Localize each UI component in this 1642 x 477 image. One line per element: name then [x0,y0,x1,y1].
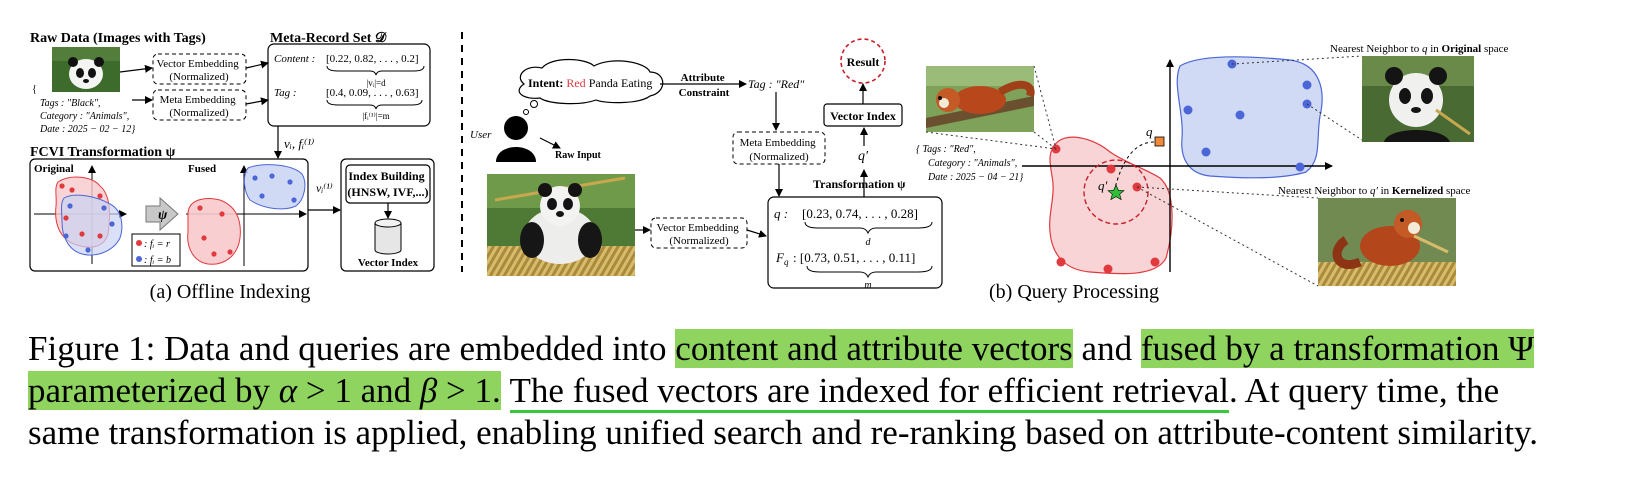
panda-result-image [1362,56,1474,142]
fq-vector: : [0.73, 0.51, . . . , 0.11] [793,250,915,265]
vi-fi-arrow-label: vᵢ, fᵢ⁽¹⁾ [284,136,314,151]
vector-embedding-label: Vector Embedding (Normalized) [157,58,242,83]
panel-query-processing: { Tags : "Red", Category : "Animals", Da… [916,43,1509,303]
original-label: Original [34,163,74,175]
fused-space-plot [186,164,307,266]
caption-b: (b) Query Processing [989,281,1159,303]
legend-b: : fᵢ = b [144,255,171,266]
kernel-radius-circle [1083,159,1149,225]
original-space-plot [34,165,127,264]
content-label: Content : [274,53,315,65]
content-vector: [0.22, 0.82, . . . , 0.2] [326,53,419,65]
query-tags: { Tags : "Red", Category : "Animals", Da… [916,144,1023,183]
query-meta-embedding-box [732,131,826,165]
vi1-label: vᵢ⁽¹⁾ [316,181,333,195]
tag-dim: |fᵢ⁽¹⁾|=m [362,111,389,121]
raw-data-title: Raw Data (Images with Tags) [30,31,206,46]
vector-embedding-box [152,53,247,85]
tag-red: Tag : "Red" [748,77,805,91]
raw-tags: { Tags : "Black", Category : "Animals", … [32,84,135,135]
q-dim: d [866,237,872,248]
psi-arrow [145,196,179,232]
color-legend [131,233,181,267]
panel-query-flow: Intent: Red Panda Eating Attribute Const… [470,38,943,291]
attribute-constraint-label: Attribute Constraint [679,72,730,99]
query-vectors-box [767,196,943,289]
meta-record-box [267,43,431,127]
blue-cluster [1176,56,1323,179]
fq-label: Fq [775,250,789,267]
red-panda-result-image [1318,198,1456,286]
intent-cloud [518,58,664,105]
red-cluster [1049,136,1173,275]
figure-label: Figure 1: [28,329,156,368]
fcvi-box [29,158,309,272]
figure-caption: Figure 1: Data and queries are embedded … [28,328,1628,454]
panda-photo [487,174,635,276]
caption-text-3: . At query time, the [1228,371,1500,410]
nn-original-label: Nearest Neighbor to q in Original space [1330,43,1509,55]
meta-embedding-box [152,89,247,121]
raw-input-label: Raw Input [555,150,602,161]
query-point-q-prime-star [1107,184,1125,201]
vector-index-label-a: Vector Index [358,257,419,269]
tag-label: Tag : [274,87,297,99]
q-prime-point-label: q′ [1098,178,1108,193]
index-building-container [340,158,435,272]
database-icon [374,218,402,255]
query-vector-index-label: Vector Index [830,109,896,123]
panda-thumbnail [52,47,120,92]
fq-dim: m [864,280,871,291]
content-dim: |vᵢ|=d [366,78,386,88]
figure-diagram: Raw Data (Images with Tags) { Tags : "Bl… [29,30,1509,303]
meta-record-title: Meta-Record Set 𝒟 [270,30,387,46]
psi-symbol: ψ [158,208,168,223]
highlight-content-attribute: content and attribute vectors [675,329,1073,368]
query-vector-embedding-label: Vector Embedding (Normalized) [657,222,742,247]
red-panda-query-image [926,66,1035,132]
nn-kernel-label: Nearest Neighbor to q′ in Kernelized spa… [1278,185,1471,197]
transformation-label: Transformation ψ [813,177,906,191]
intent-text: Intent: Red Panda Eating [528,76,652,90]
tag-vector: [0.4, 0.09, . . . , 0.63] [326,87,419,99]
query-point-q [1154,136,1165,147]
result-circle [840,38,886,84]
highlight-parameterized: parameterized by α > 1 and β > 1. [28,371,501,410]
legend-r: : fᵢ = r [144,239,170,250]
underline-fused-indexed: The fused vectors are indexed for effici… [509,371,1229,413]
fcvi-title: FCVI Transformation ψ [30,145,176,160]
caption-text-2: and [1081,329,1133,368]
q-point-label: q [1146,124,1153,139]
blue-points [1183,59,1312,172]
meta-embedding-label: Meta Embedding (Normalized) [160,94,239,119]
q-label: q : [774,206,788,221]
q-vector: [0.23, 0.74, . . . , 0.28] [802,206,918,221]
caption-text-4: same transformation is applied, enabling… [28,413,1539,452]
caption-a: (a) Offline Indexing [150,281,311,303]
caption-text-1: Data and queries are embedded into [164,329,667,368]
user-label: User [470,129,492,141]
query-vector-embedding-box [650,217,748,249]
fused-label: Fused [188,163,216,175]
highlight-fused-transformation: fused by a transformation Ψ [1140,329,1535,368]
result-label: Result [847,55,880,69]
q-prime-label: q′ [858,149,869,164]
user-icon [496,116,536,162]
panel-offline-indexing: Raw Data (Images with Tags) { Tags : "Bl… [29,30,435,303]
index-building-label: Index Building (HNSW, IVF,...) [347,169,428,199]
query-meta-embedding-label: Meta Embedding (Normalized) [740,137,819,163]
